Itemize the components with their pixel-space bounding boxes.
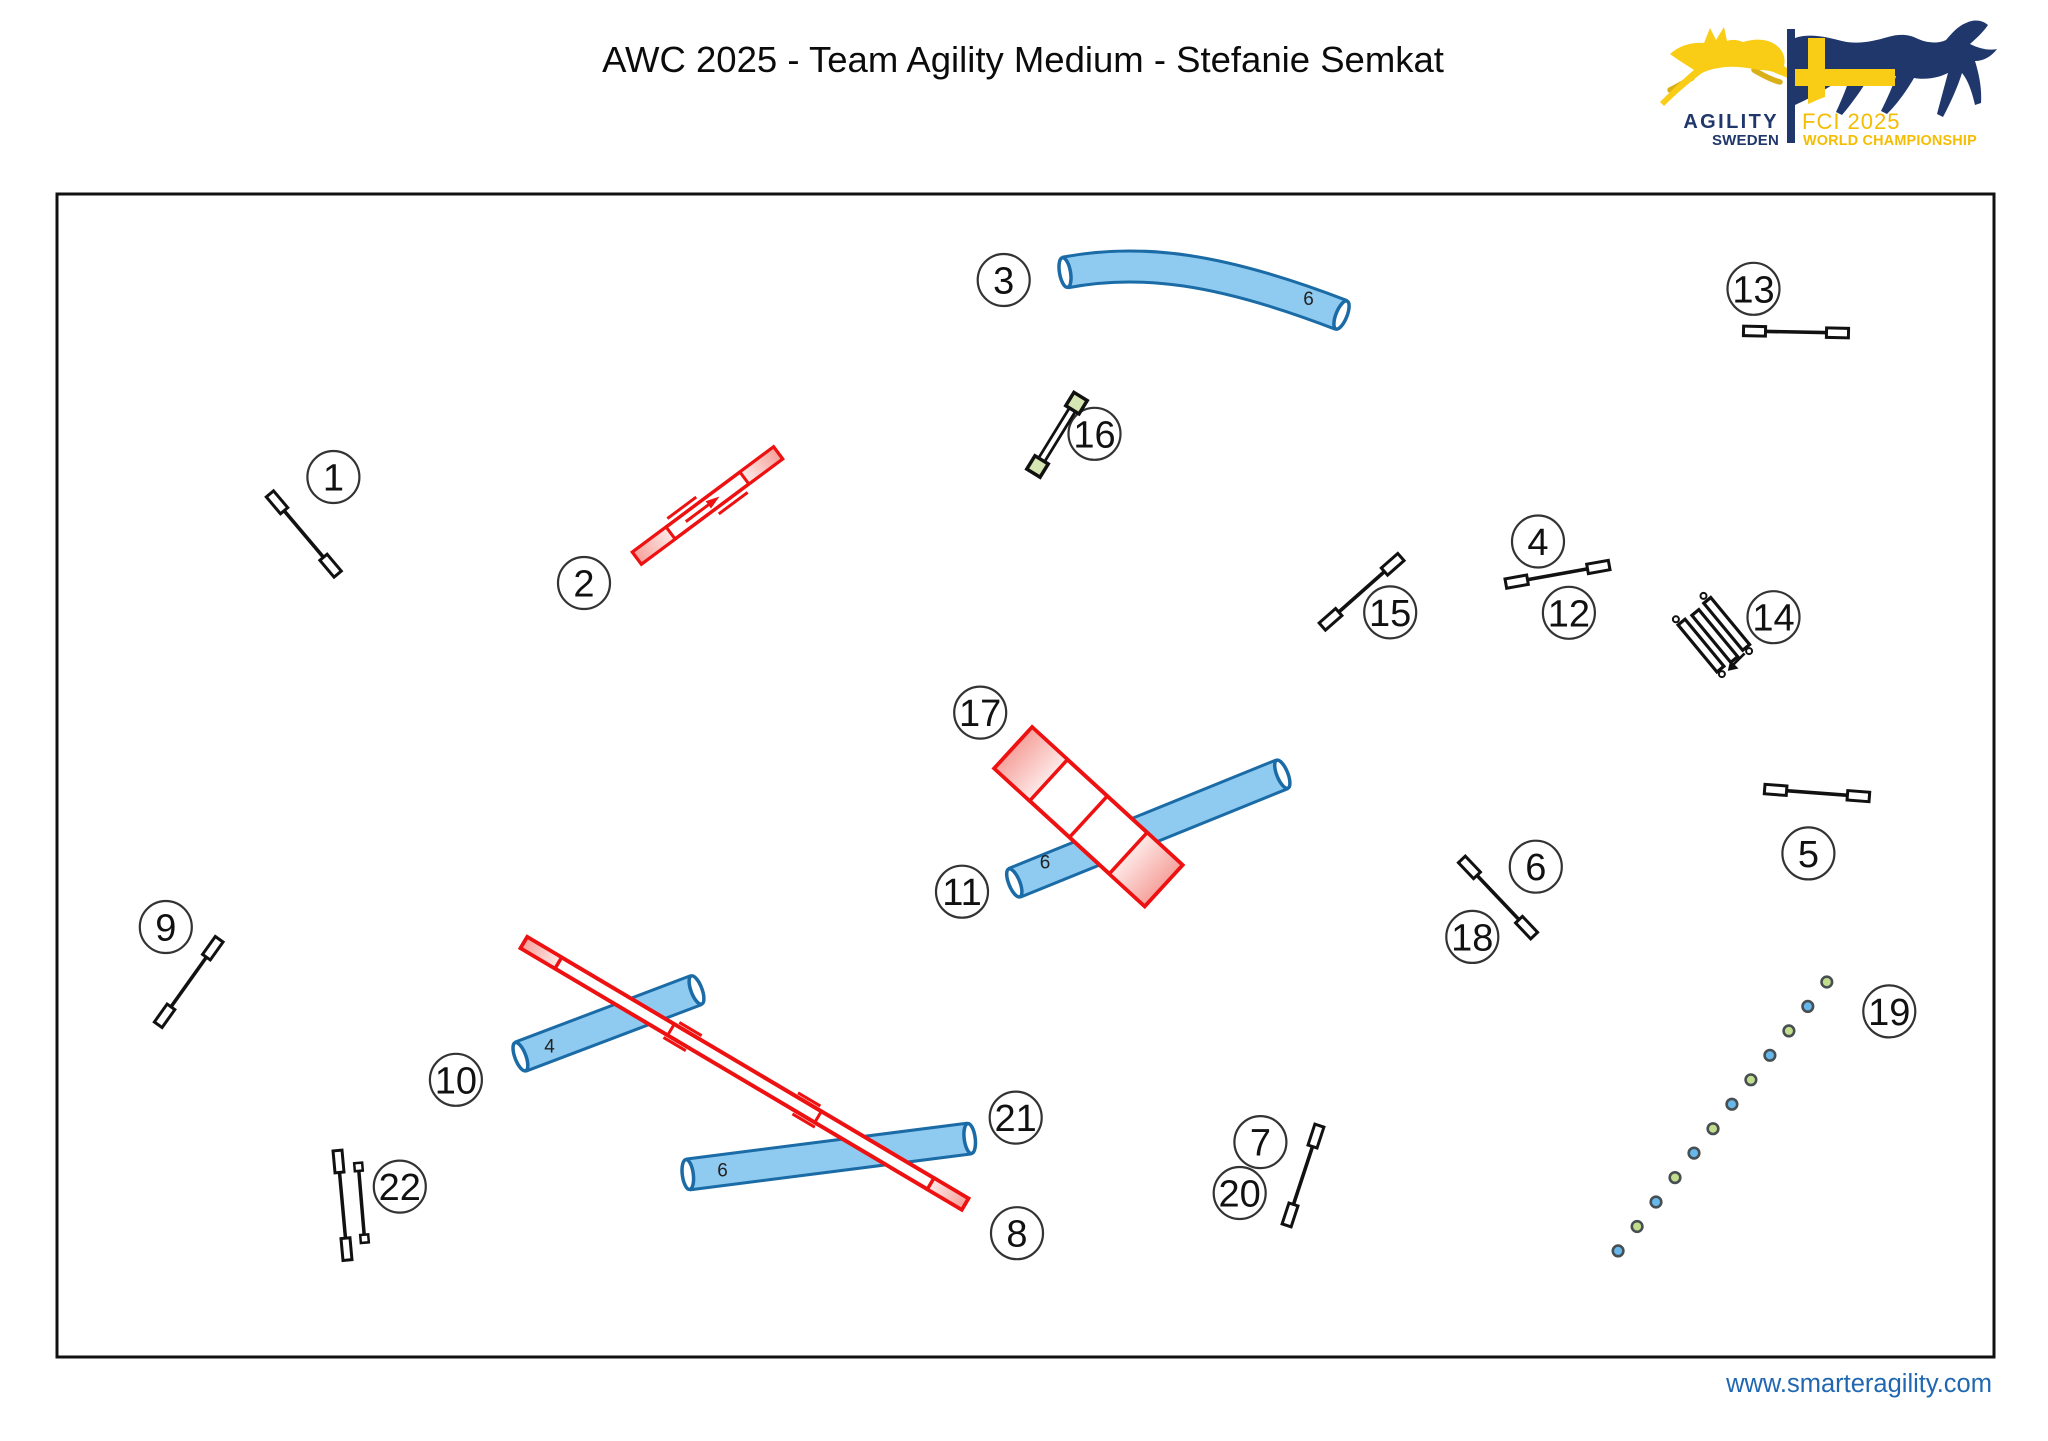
svg-text:21: 21 xyxy=(995,1098,1037,1140)
svg-text:16: 16 xyxy=(1073,414,1115,456)
svg-text:1: 1 xyxy=(323,458,344,500)
svg-text:17: 17 xyxy=(959,693,1001,735)
svg-text:12: 12 xyxy=(1548,593,1590,635)
svg-text:SWEDEN: SWEDEN xyxy=(1712,132,1779,149)
svg-text:FCI 2025: FCI 2025 xyxy=(1802,109,1901,134)
svg-text:6: 6 xyxy=(1303,289,1314,310)
svg-text:8: 8 xyxy=(1006,1214,1027,1256)
svg-text:WORLD CHAMPIONSHIP: WORLD CHAMPIONSHIP xyxy=(1803,133,1977,149)
svg-text:14: 14 xyxy=(1752,598,1794,640)
svg-text:15: 15 xyxy=(1369,593,1411,635)
svg-text:19: 19 xyxy=(1868,992,1910,1034)
svg-text:22: 22 xyxy=(379,1167,421,1209)
svg-text:AWC 2025 - Team Agility Medium: AWC 2025 - Team Agility Medium - Stefani… xyxy=(602,39,1444,80)
svg-text:20: 20 xyxy=(1219,1174,1261,1216)
svg-text:3: 3 xyxy=(993,261,1014,303)
svg-text:6: 6 xyxy=(1525,847,1546,889)
svg-text:4: 4 xyxy=(544,1037,555,1058)
svg-text:11: 11 xyxy=(942,872,981,914)
svg-text:www.smarteragility.com: www.smarteragility.com xyxy=(1725,1370,1992,1398)
svg-text:10: 10 xyxy=(435,1060,477,1102)
svg-text:AGILITY: AGILITY xyxy=(1683,111,1779,133)
svg-text:7: 7 xyxy=(1250,1123,1271,1165)
svg-text:18: 18 xyxy=(1451,917,1493,959)
svg-text:6: 6 xyxy=(1040,853,1051,874)
svg-text:13: 13 xyxy=(1732,269,1774,311)
svg-text:6: 6 xyxy=(717,1160,728,1181)
svg-text:4: 4 xyxy=(1527,522,1548,564)
svg-text:5: 5 xyxy=(1798,834,1819,876)
svg-text:9: 9 xyxy=(155,908,176,950)
svg-text:2: 2 xyxy=(573,564,594,606)
